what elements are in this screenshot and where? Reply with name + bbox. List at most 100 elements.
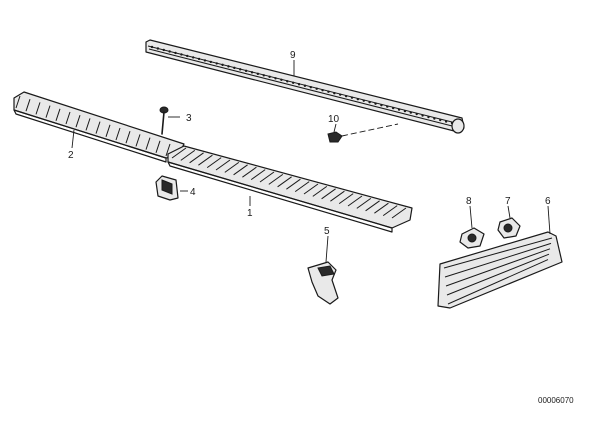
rail-hole [356, 97, 360, 101]
part-6-side-grille [437, 205, 563, 309]
rail-hole [233, 66, 236, 70]
grille-bar [443, 237, 553, 269]
grille-rib [338, 193, 354, 205]
rail-hole [186, 54, 189, 58]
rail-hole [203, 59, 207, 62]
rail-hole [286, 80, 289, 83]
rail-hole [397, 108, 401, 111]
grille-rib [250, 169, 266, 181]
grille-rib [75, 115, 81, 128]
callout-8: 8 [466, 196, 472, 207]
grille-bar [446, 253, 550, 296]
grille-rib [286, 178, 301, 190]
part-9-top-rail [145, 39, 465, 134]
part-3-screw [159, 106, 180, 135]
grille-rib [242, 166, 257, 178]
part-8-grommet [459, 205, 485, 249]
rail-hole [174, 51, 177, 55]
grille-bar [444, 242, 552, 278]
grille-rib [224, 161, 240, 173]
rail-hole [256, 72, 260, 76]
grille-rib [277, 176, 292, 188]
rail-hole [403, 109, 407, 113]
rail-hole [315, 87, 318, 90]
part-7-grommet [497, 205, 521, 239]
callout-7: 7 [505, 196, 511, 207]
grille-rib [321, 188, 336, 200]
rail-hole [327, 90, 330, 93]
rail-hole [162, 48, 165, 52]
part-10-clip [327, 123, 399, 143]
leader-2 [71, 129, 75, 149]
grille-rib [259, 171, 275, 183]
grille-rib [105, 124, 111, 137]
rail-hole [215, 62, 218, 65]
rail-hole [221, 63, 224, 67]
grille-rib [155, 140, 161, 153]
grille-rib [65, 111, 71, 125]
grille-rib [312, 185, 328, 197]
rail-hole [362, 99, 365, 102]
grille-rib [25, 99, 31, 112]
rail-hole [409, 111, 413, 114]
grille-rib [115, 127, 121, 141]
rail-hole [303, 84, 307, 87]
rail-hole [262, 74, 265, 77]
rail-hole [268, 75, 271, 79]
rail-hole [227, 65, 230, 68]
part-5-mounting-clip [307, 235, 339, 305]
rail-hole [180, 53, 183, 56]
grille-rib [85, 118, 91, 131]
rail-hole [427, 115, 430, 119]
rail-hole [344, 94, 348, 98]
rail-hole [191, 56, 195, 59]
callout-4: 4 [190, 187, 196, 198]
grille-rib [198, 154, 213, 166]
grille-rib [95, 121, 101, 134]
leader-10 [333, 123, 337, 133]
rail-hole [339, 93, 342, 96]
callout-5: 5 [324, 226, 330, 237]
grille-rib [125, 131, 131, 144]
rail-hole [274, 77, 277, 80]
grille-rib [55, 108, 61, 121]
grille-rib [180, 149, 196, 161]
grille-bar [447, 259, 549, 305]
rail-hole [150, 45, 154, 49]
grille-rib [45, 105, 51, 118]
rail-hole [239, 68, 242, 71]
grille-rib [268, 173, 284, 185]
rail-hole [386, 105, 389, 108]
rail-hole [291, 81, 295, 84]
callout-1: 1 [247, 208, 253, 219]
grille-rib [15, 95, 21, 109]
callout-10: 10 [328, 114, 340, 125]
rail-hole [156, 47, 160, 50]
grille-rib [391, 207, 407, 219]
grille-rib [356, 197, 372, 209]
rail-hole [350, 96, 354, 99]
rail-hole [374, 102, 377, 105]
diagram-code: 00006070 [538, 396, 574, 405]
grille-bar [445, 248, 551, 287]
grille-rib [233, 164, 248, 176]
callout-6: 6 [545, 196, 551, 207]
rail-hole [415, 112, 418, 116]
grille-rib [374, 202, 389, 214]
rail-hole [250, 71, 254, 74]
rail-hole [333, 91, 336, 95]
grille-rib [189, 152, 204, 164]
rail-hole [309, 86, 313, 89]
rail-hole [368, 100, 371, 104]
callout-3: 3 [186, 113, 192, 124]
grille-rib [215, 159, 231, 171]
grille-rib [303, 183, 319, 195]
part-2-left-grille [13, 91, 185, 163]
grille-rib [145, 137, 151, 150]
grille-rib [171, 147, 187, 159]
callout-9: 9 [290, 50, 296, 61]
part-4-bracket [155, 175, 188, 201]
rail-hole [297, 83, 301, 86]
